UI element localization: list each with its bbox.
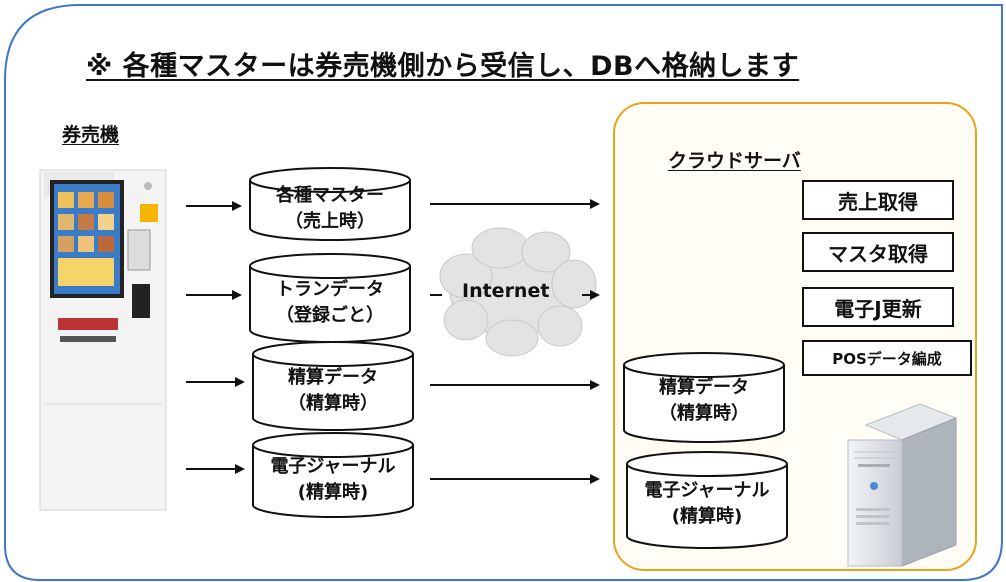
- flow-cylinder-4: [252, 432, 414, 518]
- store-label-1-line2: （精算時）: [659, 403, 749, 424]
- flow-cylinder-3: [252, 341, 414, 431]
- flow-label-1-line2: （売上時）: [285, 211, 375, 232]
- flow-label-2-line1: トランデータ: [276, 279, 384, 300]
- store-cylinder-1: [623, 352, 785, 443]
- flow-label-1-line1: 各種マスター: [276, 185, 384, 206]
- function-box-journal: 電子J更新: [802, 287, 954, 327]
- function-box-pos: POSデータ編成: [802, 340, 972, 376]
- store-label-1-line1: 精算データ: [659, 377, 749, 398]
- ticket-machine-label: 券売機: [62, 124, 120, 146]
- internet-label: Internet: [462, 280, 550, 302]
- flow-label-3-line2: （精算時）: [288, 393, 378, 414]
- flow-label-3-line1: 精算データ: [288, 367, 378, 388]
- flow-label-4-line1: 電子ジャーナル: [270, 456, 396, 477]
- ticket-machine-icon: [39, 169, 167, 511]
- store-label-1: 精算データ （精算時）: [624, 367, 784, 435]
- store-label-2-line1: 電子ジャーナル: [644, 480, 770, 501]
- outer-frame: [4, 4, 1003, 581]
- store-label-2: 電子ジャーナル (精算時): [627, 468, 787, 540]
- flow-label-4-line2: (精算時): [297, 482, 369, 503]
- diagram-title: ※ 各種マスターは券売機側から受信し、DBへ格納します: [86, 51, 800, 82]
- function-box-sales: 売上取得: [802, 180, 954, 220]
- flow-label-4: 電子ジャーナル (精算時): [253, 448, 413, 512]
- flow-cylinder-2: [249, 253, 411, 343]
- flow-label-3: 精算データ （精算時）: [253, 356, 413, 426]
- flow-label-1: 各種マスター （売上時）: [250, 180, 410, 238]
- server-icon: [847, 403, 958, 567]
- function-box-master: マスタ取得: [802, 232, 954, 272]
- cloud-server-label: クラウドサーバ: [668, 150, 801, 172]
- flow-cylinder-1: [249, 167, 411, 241]
- internet-cloud-icon: [439, 227, 597, 357]
- flow-label-2: トランデータ （登録ごと）: [250, 268, 410, 338]
- store-label-2-line2: (精算時): [671, 506, 743, 527]
- store-cylinder-2: [626, 451, 788, 549]
- flow-label-2-line2: （登録ごと）: [276, 305, 384, 326]
